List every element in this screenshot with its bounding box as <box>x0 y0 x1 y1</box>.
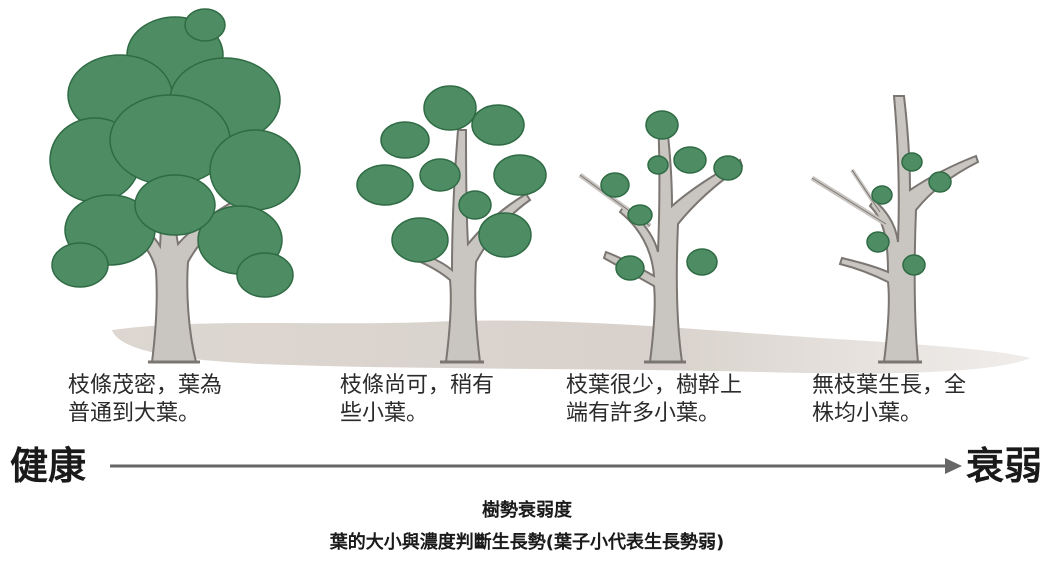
caption-healthy: 枝條茂密，葉為 普通到大葉。 <box>68 372 222 428</box>
caption-line: 枝葉很少，樹幹上 <box>566 373 743 398</box>
tree-very-weak <box>810 95 980 364</box>
trunk <box>398 129 532 363</box>
caption-line: 端有許多小葉。 <box>566 401 721 426</box>
axis-arrow-head <box>945 458 962 474</box>
axis-left-label: 健康 <box>10 444 87 488</box>
axis-right-label: 衰弱 <box>966 444 1043 488</box>
caption-line: 株均小葉。 <box>812 401 923 426</box>
caption-line: 些小葉。 <box>340 401 429 426</box>
tree-healthy <box>49 8 301 364</box>
caption-line: 無枝葉生長，全 <box>812 373 967 398</box>
caption-weak: 枝葉很少，樹幹上 端有許多小葉。 <box>566 372 742 428</box>
caption-line: 普通到大葉。 <box>68 401 201 426</box>
tree-moderate <box>356 85 547 364</box>
caption-line: 枝條茂密，葉為 <box>68 373 223 398</box>
caption-moderate: 枝條尚可，稍有 些小葉。 <box>340 372 494 428</box>
tree-weak <box>578 110 744 364</box>
footer-title: 樹勢衰弱度 <box>482 500 572 521</box>
trunk <box>602 117 744 363</box>
caption-very-weak: 無枝葉生長，全 株均小葉。 <box>812 372 966 428</box>
trunk <box>838 95 980 363</box>
ground-shadow <box>112 320 1030 374</box>
footer-subtitle: 葉的大小與濃度判斷生長勢(葉子小代表生長勢弱) <box>329 532 725 553</box>
caption-line: 枝條尚可，稍有 <box>340 373 495 398</box>
